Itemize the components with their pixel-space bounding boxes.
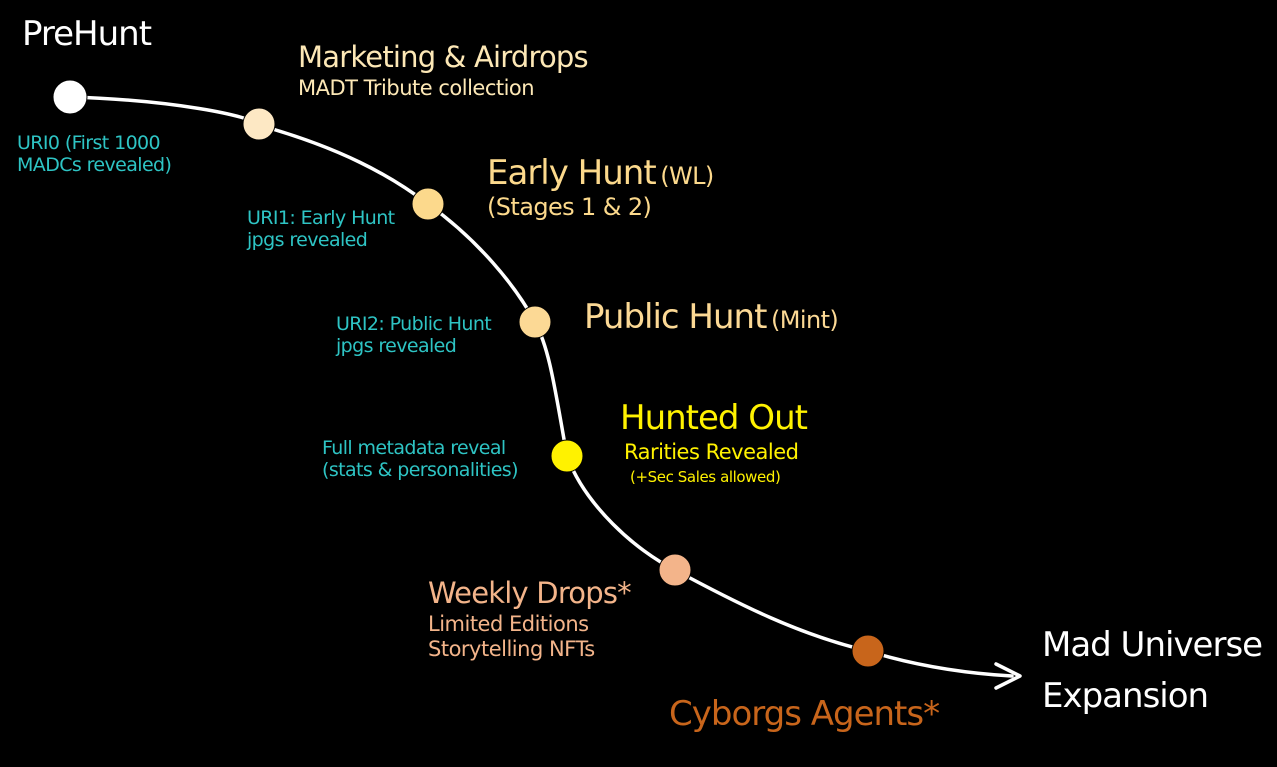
- label-uri2-line2: jpgs revealed: [336, 335, 457, 358]
- label-marketing: Marketing & Airdrops MADT Tribute collec…: [298, 40, 589, 101]
- label-early-hunt-heading: Early Hunt (WL): [487, 153, 714, 193]
- label-weekly-drops-title: Weekly Drops*: [428, 576, 632, 610]
- label-expansion-line2: Expansion: [1042, 676, 1209, 716]
- label-early-hunt-sub: (Stages 1 & 2): [487, 193, 652, 222]
- label-uri1-line1: URI1: Early Hunt: [247, 207, 395, 229]
- label-hunted-out-sub: Rarities Revealed: [624, 440, 799, 465]
- label-weekly-drops-sub1: Limited Editions: [428, 612, 589, 637]
- label-hunted-out-note: (+Sec Sales allowed): [630, 467, 781, 486]
- label-early-hunt-title: Early Hunt: [487, 153, 657, 193]
- milestone-prehunt: [52, 79, 88, 115]
- label-hunted-out: Hunted Out Rarities Revealed (+Sec Sales…: [620, 398, 808, 487]
- label-uri2: URI2: Public Hunt jpgs revealed: [336, 313, 492, 358]
- label-public-hunt-tag: (Mint): [771, 306, 839, 334]
- timeline-arrowhead: [994, 662, 1022, 690]
- label-full-metadata: Full metadata reveal (stats & personalit…: [322, 437, 519, 482]
- label-expansion-line1: Mad Universe: [1042, 625, 1263, 665]
- milestone-hunted-out: [550, 439, 584, 473]
- label-uri0: URI0 (First 1000 MADCs revealed): [17, 132, 172, 177]
- label-uri1-line2: jpgs revealed: [247, 229, 368, 252]
- label-early-hunt: Early Hunt (WL) (Stages 1 & 2): [487, 153, 714, 221]
- label-marketing-title: Marketing & Airdrops: [298, 40, 589, 74]
- label-cyborgs: Cyborgs Agents*: [669, 694, 940, 734]
- label-prehunt: PreHunt: [22, 14, 152, 54]
- label-uri0-line1: URI0 (First 1000: [17, 132, 161, 154]
- label-weekly-drops: Weekly Drops* Limited Editions Storytell…: [428, 576, 632, 662]
- label-uri2-line1: URI2: Public Hunt: [336, 313, 492, 335]
- milestone-cyborgs: [851, 634, 885, 668]
- label-early-hunt-tag: (WL): [660, 162, 714, 190]
- label-full-metadata-line1: Full metadata reveal: [322, 437, 506, 459]
- milestone-marketing: [242, 107, 276, 141]
- label-weekly-drops-sub2: Storytelling NFTs: [428, 636, 595, 661]
- label-uri1: URI1: Early Hunt jpgs revealed: [247, 207, 395, 252]
- label-hunted-out-title: Hunted Out: [620, 398, 808, 438]
- milestone-public-hunt: [518, 305, 552, 339]
- milestone-early-hunt: [411, 187, 445, 221]
- label-marketing-sub: MADT Tribute collection: [298, 76, 535, 101]
- label-expansion: Mad Universe Expansion: [1042, 620, 1263, 722]
- label-full-metadata-line2: (stats & personalities): [322, 459, 519, 482]
- label-public-hunt-title: Public Hunt: [584, 297, 767, 337]
- label-uri0-line2: MADCs revealed): [17, 154, 172, 177]
- label-public-hunt: Public Hunt (Mint): [584, 297, 839, 337]
- milestone-weekly-drops: [658, 553, 692, 587]
